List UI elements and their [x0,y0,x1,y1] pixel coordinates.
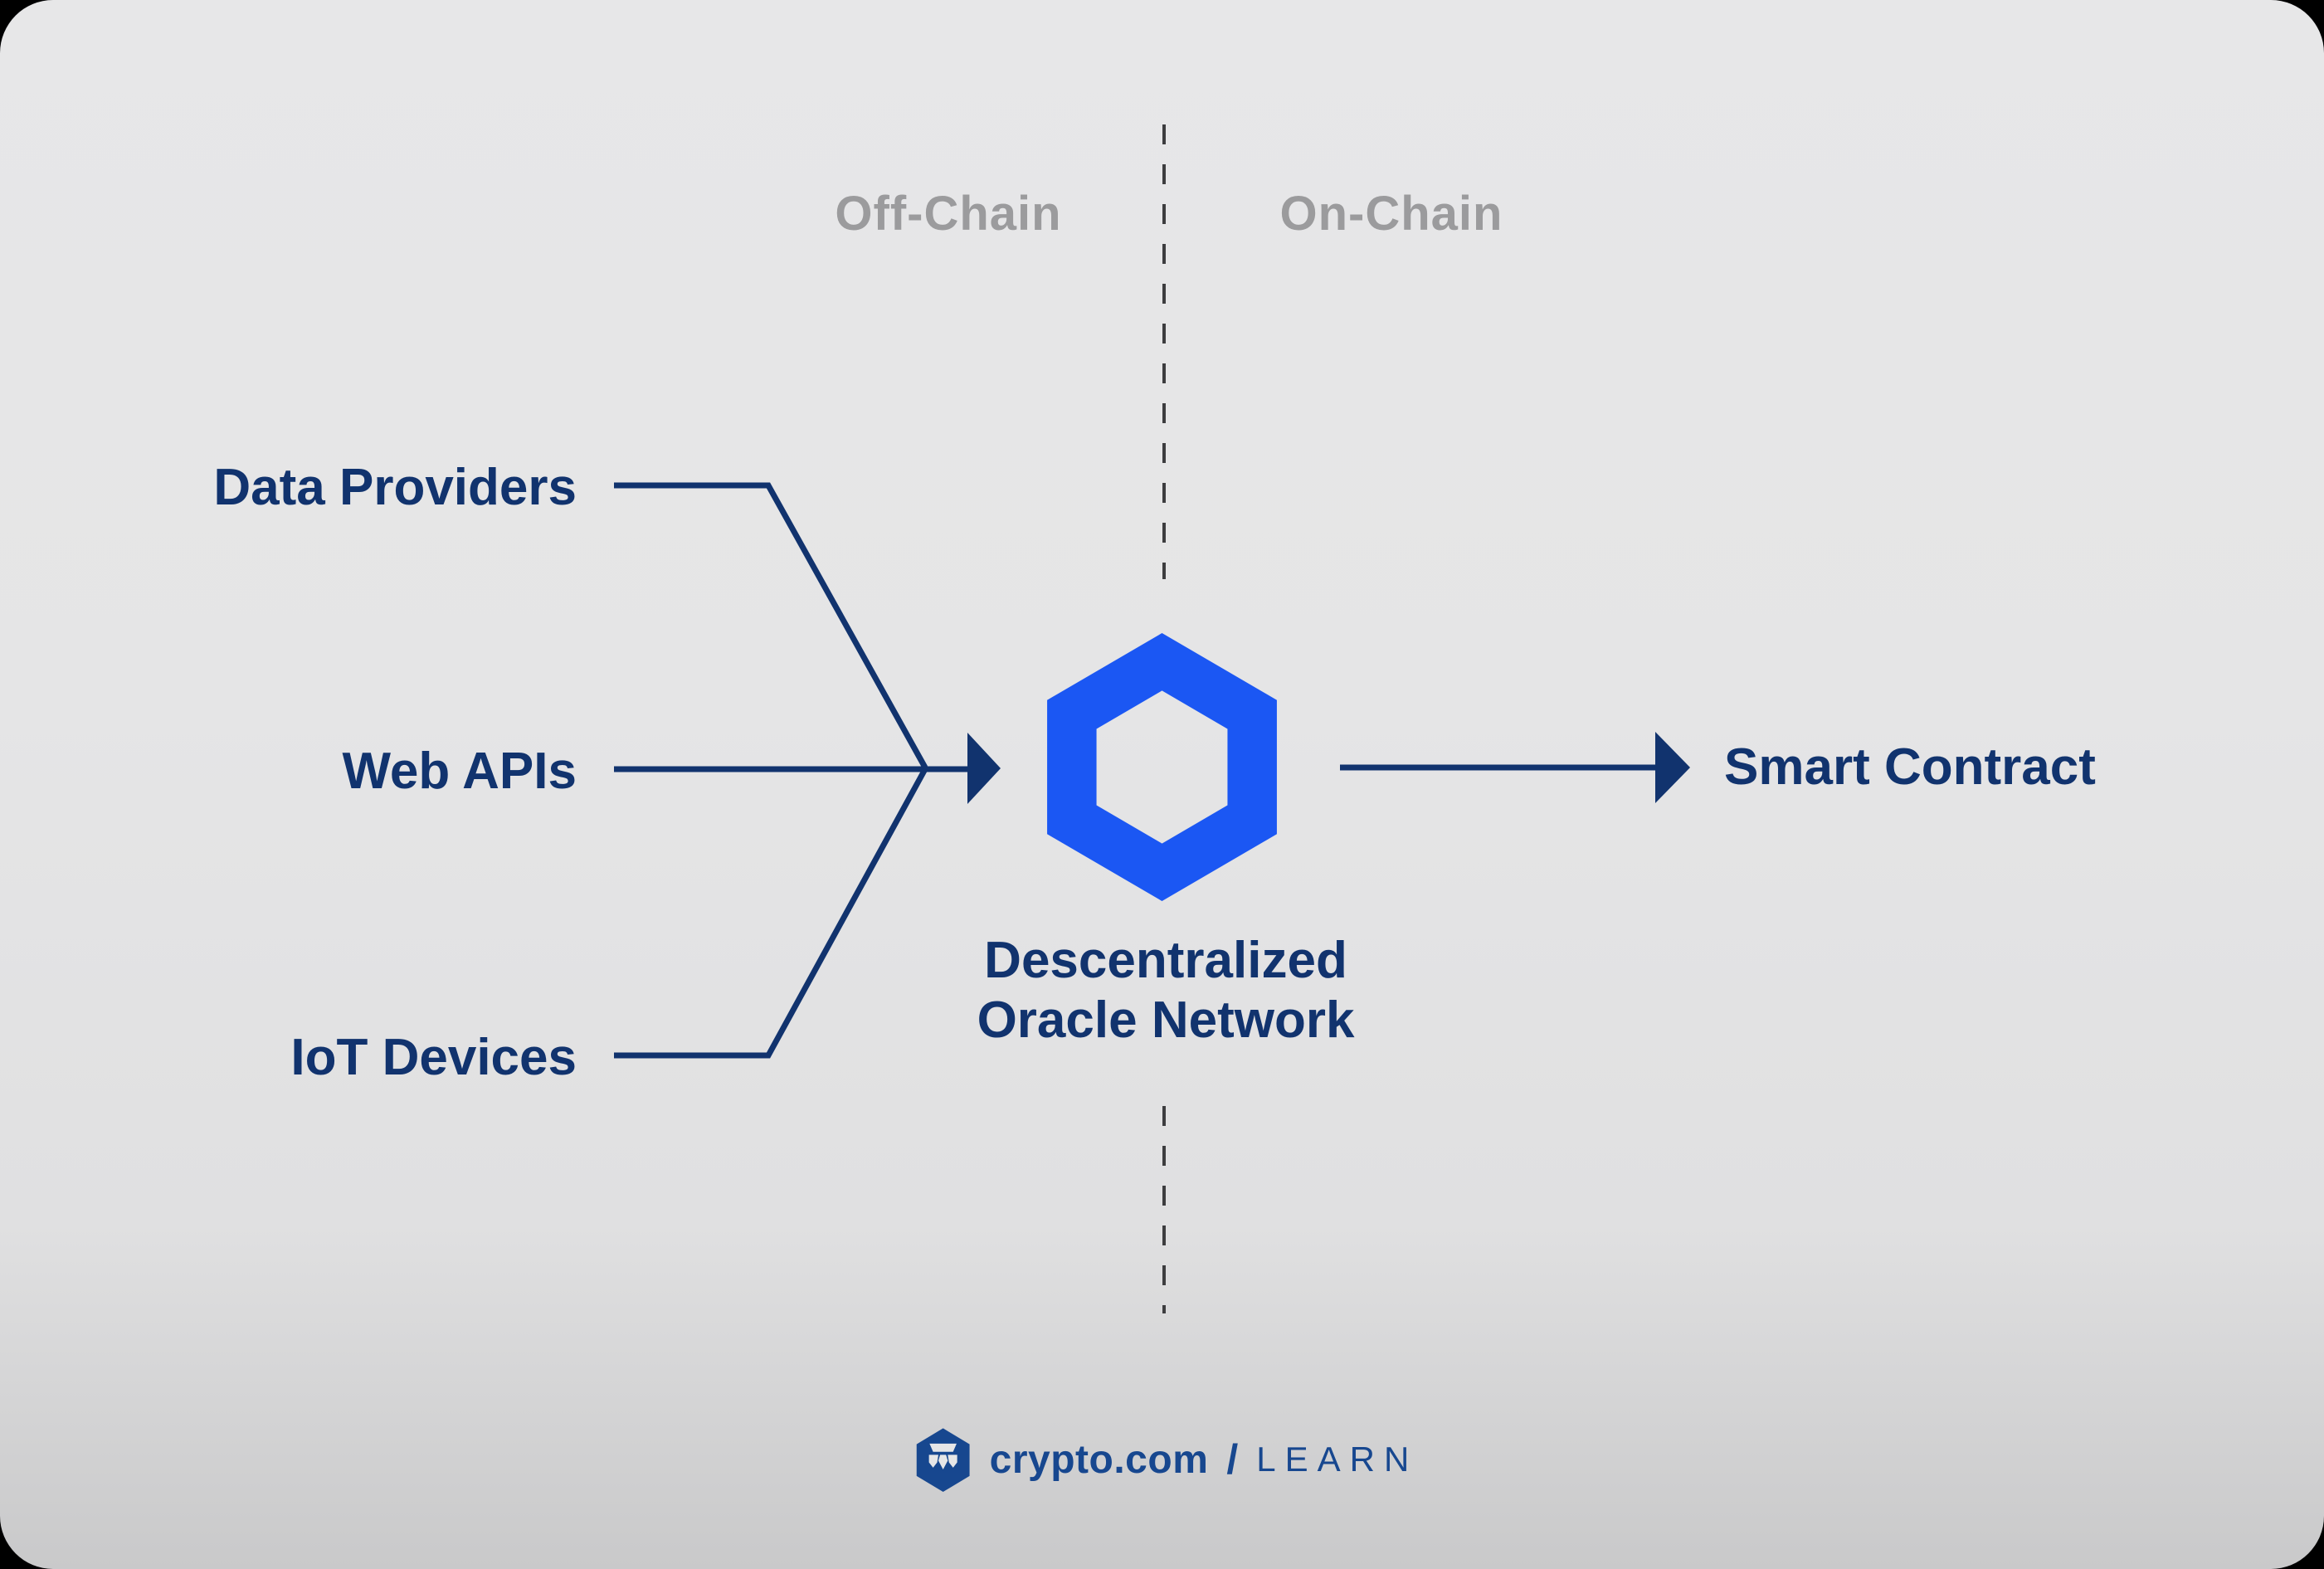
onchain-zone-label: On-Chain [1279,187,1503,241]
oracle-network-node [1047,633,1277,901]
oracle-caption-line1: Descentralized [984,932,1347,989]
source-label-web-apis: Web APIs [342,743,577,800]
source-label-iot-devices: IoT Devices [290,1029,577,1086]
source-label-data-providers: Data Providers [213,459,577,516]
arrowhead-into-oracle [967,733,1001,804]
destination-label-smart-contract: Smart Contract [1724,738,2096,796]
connector-iot-devices [614,767,928,1059]
chain-divider-dashed-line-bottom [1162,1106,1166,1313]
oracle-caption-line2: Oracle Network [977,991,1355,1049]
brand-separator: / [1226,1436,1239,1483]
footer-brand: crypto.com / LEARN [914,1427,1419,1492]
crypto-com-shield-icon [916,1428,970,1492]
brand-section-learn: LEARN [1256,1440,1419,1479]
offchain-zone-label: Off-Chain [835,187,1062,241]
chain-divider-dashed-line-top [1162,124,1166,579]
arrowhead-into-contract [1655,732,1690,803]
chainlink-hexagon-icon [1047,633,1277,901]
connector-data-providers [614,482,928,769]
brand-name: crypto.com [989,1437,1209,1482]
oracle-caption: Descentralized Oracle Network [977,931,1355,1050]
